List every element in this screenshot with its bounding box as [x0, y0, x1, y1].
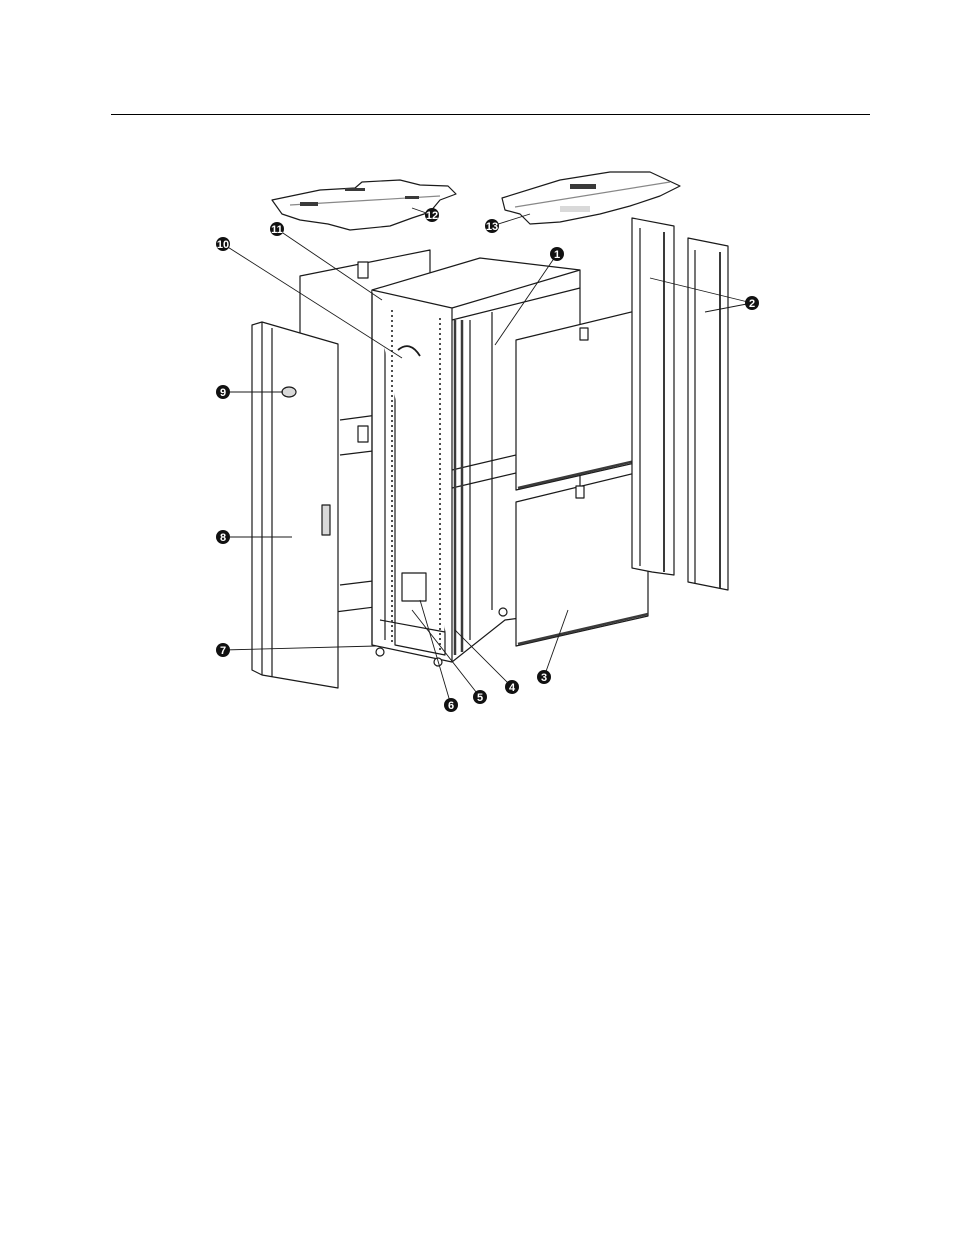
callout-1: 1 [550, 247, 564, 261]
svg-text:7: 7 [220, 645, 226, 657]
callout-12: 12 [425, 208, 439, 222]
callout-6: 6 [444, 698, 458, 712]
front-door [252, 322, 338, 688]
callout-10: 10 [216, 237, 230, 251]
svg-text:5: 5 [477, 692, 483, 704]
callout-3: 3 [537, 670, 551, 684]
svg-text:3: 3 [541, 672, 547, 684]
callout-11: 11 [270, 222, 284, 236]
svg-text:13: 13 [486, 221, 498, 233]
svg-text:11: 11 [271, 224, 283, 236]
callout-5: 5 [473, 690, 487, 704]
vertical-rails [632, 218, 728, 590]
callout-7: 7 [216, 643, 230, 657]
svg-text:6: 6 [448, 700, 454, 712]
callout-8: 8 [216, 530, 230, 544]
svg-text:4: 4 [509, 682, 516, 694]
svg-text:9: 9 [220, 387, 226, 399]
svg-text:1: 1 [554, 249, 560, 261]
svg-text:2: 2 [749, 298, 755, 310]
callout-9: 9 [216, 385, 230, 399]
top-panel-left [272, 180, 456, 230]
svg-text:10: 10 [217, 239, 229, 251]
callout-2: 2 [745, 296, 759, 310]
callout-4: 4 [505, 680, 519, 694]
svg-text:12: 12 [426, 210, 438, 222]
svg-text:8: 8 [220, 532, 226, 544]
side-panels [516, 308, 648, 646]
top-panel-right [502, 172, 680, 224]
callout-13: 13 [485, 219, 499, 233]
